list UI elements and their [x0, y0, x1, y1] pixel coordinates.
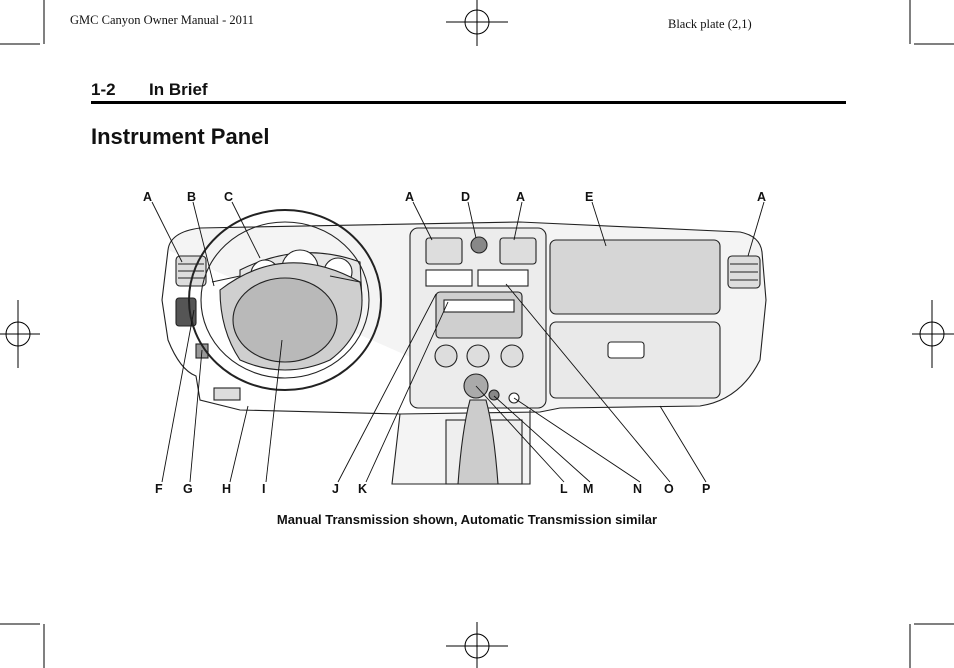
callout-d: D — [461, 190, 470, 204]
callout-a-center-left: A — [405, 190, 414, 204]
header-rule — [91, 101, 846, 104]
page-title: Instrument Panel — [91, 124, 270, 149]
callout-h: H — [222, 482, 231, 496]
callout-f: F — [155, 482, 163, 496]
running-header-plate: Black plate (2,1) — [668, 17, 752, 31]
figure-caption: Manual Transmission shown, Automatic Tra… — [276, 512, 658, 527]
running-header-title: GMC Canyon Owner Manual - 2011 — [70, 13, 254, 27]
callout-k: K — [358, 482, 367, 496]
section-title: In Brief — [149, 80, 208, 99]
callout-l: L — [560, 482, 568, 496]
callout-i: I — [262, 482, 265, 496]
callout-c: C — [224, 190, 233, 204]
callout-b: B — [187, 190, 196, 204]
section-number: 1-2 — [91, 80, 116, 99]
callout-o: O — [664, 482, 674, 496]
callout-a-center-right: A — [516, 190, 525, 204]
callout-n: N — [633, 482, 642, 496]
callout-g: G — [183, 482, 193, 496]
callout-a-right: A — [757, 190, 766, 204]
callout-m: M — [583, 482, 593, 496]
callout-a-left: A — [143, 190, 152, 204]
callout-e: E — [585, 190, 593, 204]
callout-p: P — [702, 482, 710, 496]
callout-j: J — [332, 482, 339, 496]
